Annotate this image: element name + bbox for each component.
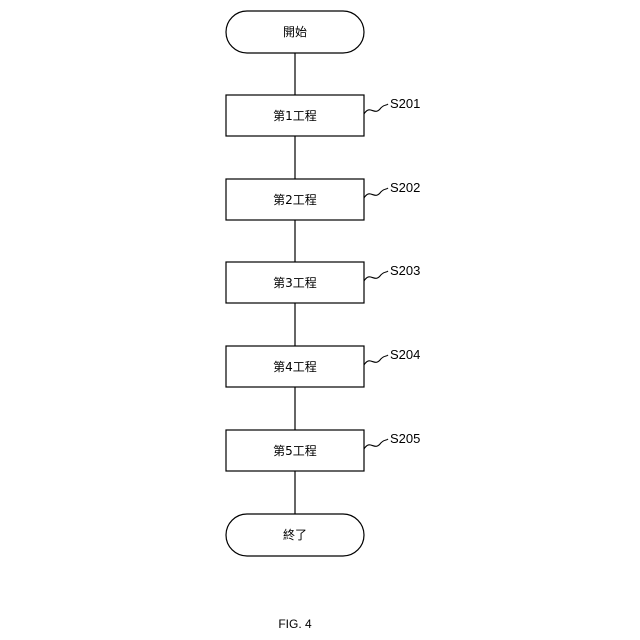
step-label: 第2工程 (273, 192, 317, 207)
step-box-s201: 第1工程 S201 (226, 95, 420, 136)
step-ref-label: S205 (390, 431, 420, 446)
start-terminal: 開始 (226, 11, 364, 53)
step-box-s203: 第3工程 S203 (226, 262, 420, 303)
step-label: 第3工程 (273, 275, 317, 290)
end-terminal: 終了 (226, 514, 364, 556)
ref-leader-line (364, 188, 388, 198)
step-ref-label: S202 (390, 180, 420, 195)
step-ref-label: S203 (390, 263, 420, 278)
ref-leader-line (364, 271, 388, 281)
step-label: 第1工程 (273, 108, 317, 123)
step-label: 第4工程 (273, 359, 317, 374)
step-box-s202: 第2工程 S202 (226, 179, 420, 220)
step-ref-label: S204 (390, 347, 420, 362)
ref-leader-line (364, 439, 388, 449)
end-label: 終了 (283, 527, 307, 542)
step-box-s204: 第4工程 S204 (226, 346, 420, 387)
ref-leader-line (364, 104, 388, 114)
start-label: 開始 (283, 25, 307, 39)
figure-caption: FIG. 4 (278, 617, 312, 631)
ref-leader-line (364, 355, 388, 365)
step-label: 第5工程 (273, 443, 317, 458)
step-box-s205: 第5工程 S205 (226, 430, 420, 471)
step-ref-label: S201 (390, 96, 420, 111)
